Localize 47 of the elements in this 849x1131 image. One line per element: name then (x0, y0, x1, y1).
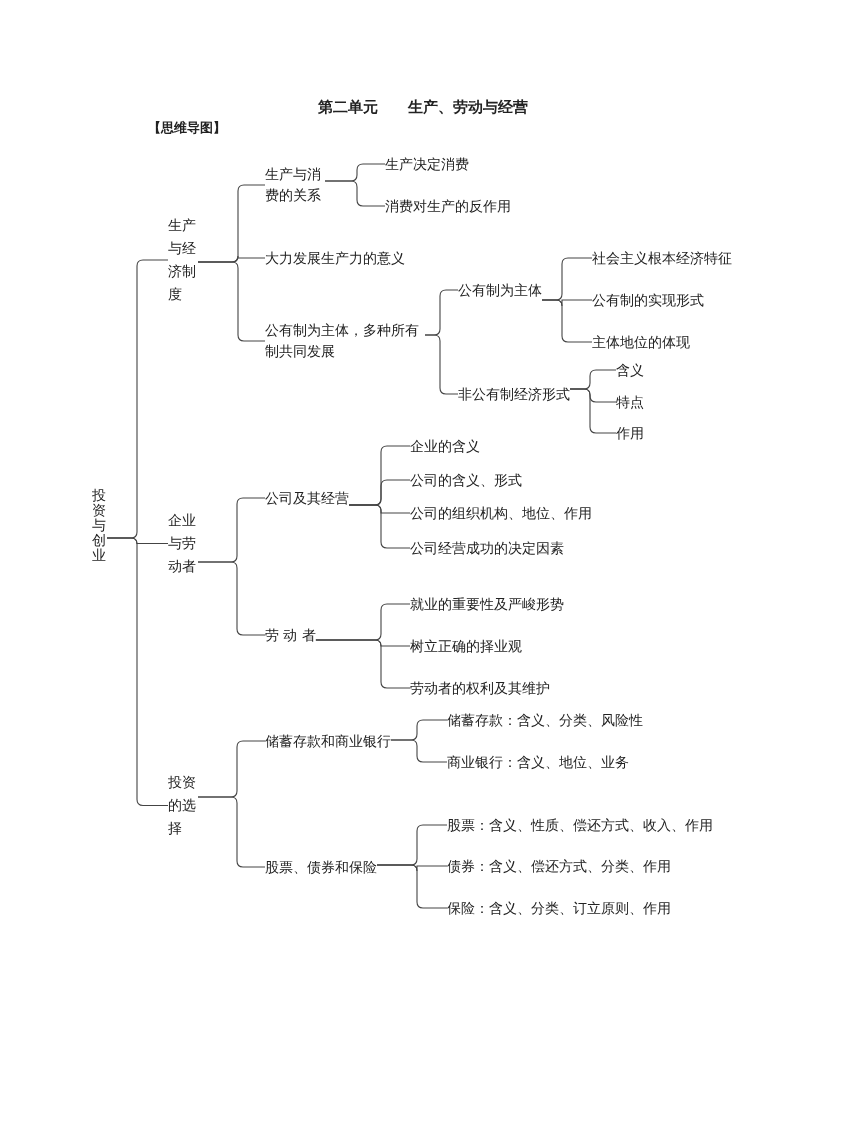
topic-text: 公有制为主体，多种所有制共同发展 (265, 320, 425, 362)
topic-text: 公司的组织机构、地位、作用 (410, 504, 592, 522)
topic-text: 商业银行：含义、地位、业务 (447, 753, 629, 771)
topic-text: 劳 动 者 (265, 626, 316, 644)
topic-text: 公司及其经营 (265, 489, 349, 507)
topic-text: 储蓄存款和商业银行 (265, 732, 391, 750)
topic-text: 社会主义根本经济特征 (592, 249, 732, 267)
topic-text: 投资与创业 (92, 488, 107, 563)
title: 第二单元 生产、劳动与经营 (318, 98, 528, 116)
heading-label: 【思维导图】 (148, 119, 226, 137)
brace (424, 334, 459, 395)
brace (376, 864, 448, 909)
brace (106, 537, 169, 807)
brace (390, 739, 448, 763)
topic-text: 作用 (616, 424, 644, 442)
topic-text: 主体地位的体现 (592, 333, 690, 351)
topic-text: 生产决定消费 (385, 155, 469, 173)
brace (324, 180, 386, 207)
topic-text: 非公有制经济形式 (458, 385, 570, 403)
brace (197, 561, 266, 636)
topic-text: 投资的选择 (168, 771, 198, 840)
topic-text: 储蓄存款：含义、分类、风险性 (447, 711, 643, 729)
topic-text: 生产与消费的关系 (265, 164, 325, 206)
topic-text: 公有制为主体 (458, 281, 542, 299)
topic-text: 就业的重要性及严峻形势 (410, 595, 564, 613)
topic-text: 大力发展生产力的意义 (265, 249, 405, 267)
topic-text: 劳动者的权利及其维护 (410, 679, 550, 697)
topic-text: 含义 (616, 361, 644, 379)
topic-text: 股票、债券和保险 (265, 858, 377, 876)
topic-text: 股票：含义、性质、偿还方式、收入、作用 (447, 816, 713, 834)
brace (197, 796, 266, 868)
topic-text: 公有制的实现形式 (592, 291, 704, 309)
topic-text: 保险：含义、分类、订立原则、作用 (447, 899, 671, 917)
topic-text: 企业与劳动者 (168, 509, 198, 578)
topic-text: 生产与经济制度 (168, 214, 198, 306)
topic-text: 树立正确的择业观 (410, 637, 522, 655)
brace (541, 299, 593, 343)
topic-text: 企业的含义 (410, 437, 480, 455)
brace (315, 639, 411, 689)
topic-text: 公司经营成功的决定因素 (410, 539, 564, 557)
brace (348, 504, 411, 549)
topic-text: 债券：含义、偿还方式、分类、作用 (447, 857, 671, 875)
topic-text: 公司的含义、形式 (410, 471, 522, 489)
brace (569, 388, 617, 434)
topic-text: 特点 (616, 393, 644, 411)
brace (197, 261, 266, 342)
topic-text: 消费对生产的反作用 (385, 197, 511, 215)
